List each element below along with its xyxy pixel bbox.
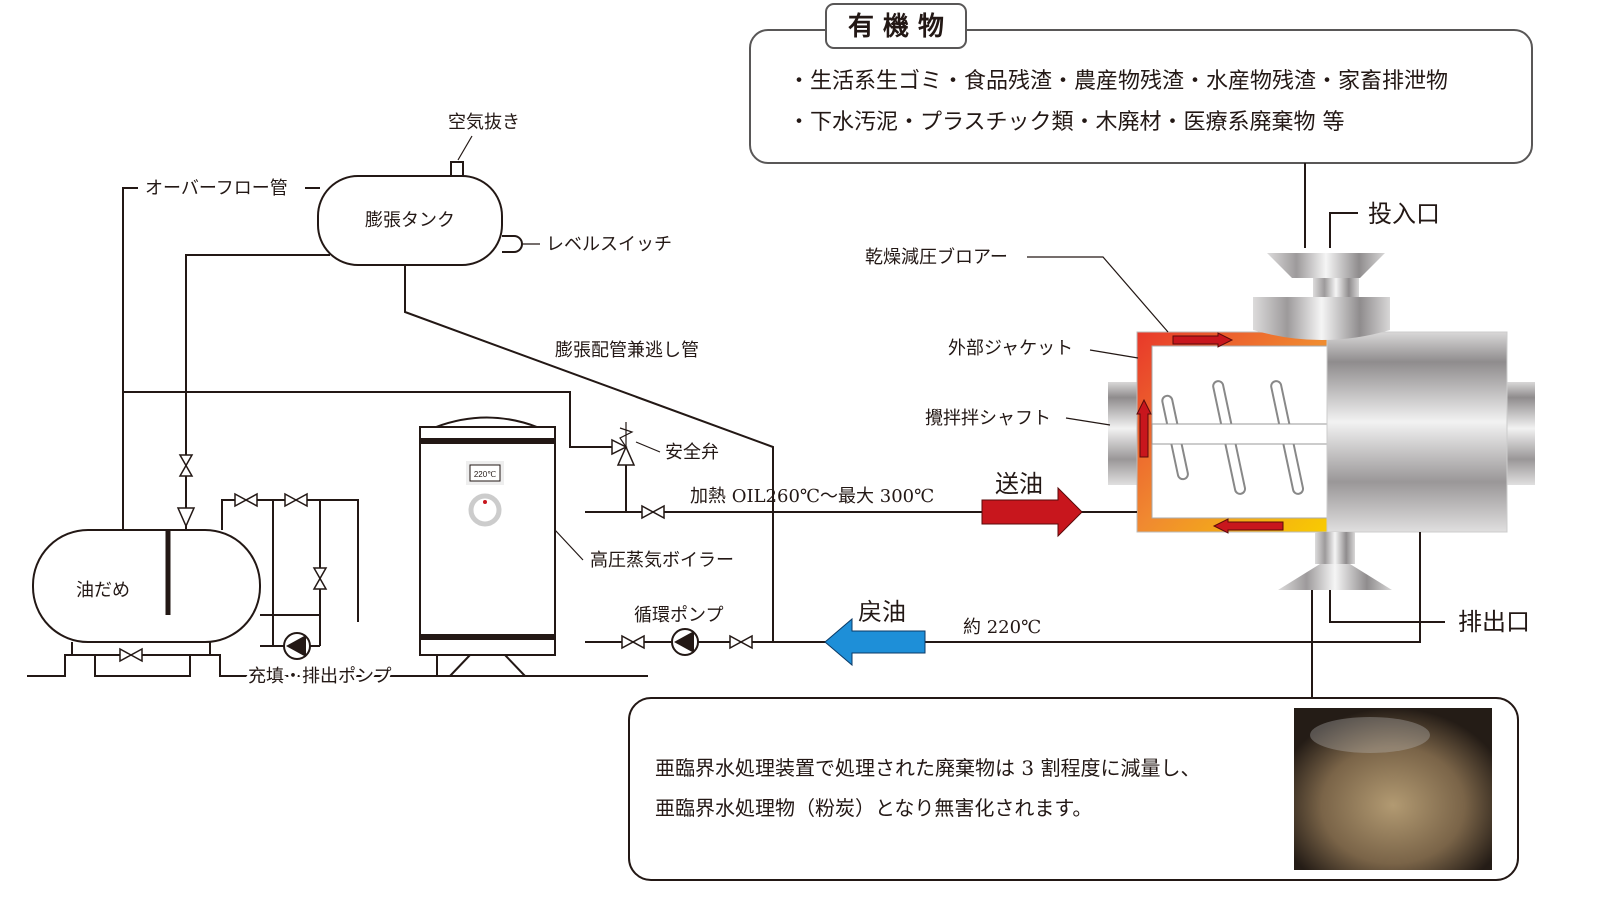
outlet-label: 排出口 xyxy=(1458,608,1530,636)
expansion-relief-pipe xyxy=(404,265,774,642)
level-switch-label: レベルスイッチ xyxy=(546,234,672,255)
outlet-leader xyxy=(1329,590,1445,623)
result-line-1: 亜臨界水処理装置で処理された廃棄物は 3 割程度に減量し、 xyxy=(655,756,1200,780)
blower-leader xyxy=(1027,256,1169,333)
organic-line-2: ・下水汚泥・プラスチック類・木廃材・医療系廃棄物 等 xyxy=(788,110,1345,135)
safety-valve-label: 安全弁 xyxy=(665,442,719,463)
agitator-shaft xyxy=(1151,423,1330,445)
shaft-leader xyxy=(1065,417,1111,426)
fill-pump-label: 充填・排出ポンプ xyxy=(248,666,391,687)
send-oil-label: 送油 xyxy=(995,470,1043,498)
inlet-hopper xyxy=(1253,253,1390,340)
valve-icon xyxy=(621,634,645,650)
processed-material-photo xyxy=(1294,708,1492,870)
right-stub xyxy=(1507,382,1535,485)
safety-valve-leader xyxy=(635,441,661,453)
inlet-leader xyxy=(1329,212,1358,248)
reactor-cylinder xyxy=(1326,331,1508,533)
supply-pipe xyxy=(185,254,330,530)
jacket-label: 外部ジャケット xyxy=(948,338,1073,359)
air-vent-label: 空気抜き xyxy=(448,112,520,133)
valve-icon xyxy=(641,504,665,520)
left-stub xyxy=(1108,382,1138,485)
oil-tank-label: 油だめ xyxy=(76,580,130,601)
air-vent-leader xyxy=(457,135,473,161)
return-oil-label: 戻油 xyxy=(858,598,906,626)
oil-tank xyxy=(32,529,261,643)
valve-icon xyxy=(178,454,194,477)
air-vent xyxy=(450,161,464,177)
send-oil-arrow xyxy=(981,486,1083,538)
valve-icon xyxy=(234,492,258,508)
boiler: 220℃ xyxy=(419,416,556,677)
level-switch xyxy=(502,235,523,253)
valve-icon xyxy=(119,647,143,663)
organic-waste-box: 有 機 物 ・生活系生ゴミ・食品残渣・農産物残渣・水産物残渣・家畜排泄物 ・下水… xyxy=(749,3,1533,164)
heating-oil-label: 加熱 OIL260℃～最大 300℃ xyxy=(690,486,934,507)
inlet-label: 投入口 xyxy=(1368,200,1440,228)
relief-pipe xyxy=(123,391,612,448)
valve-icon xyxy=(729,634,753,650)
oil-tank-supports xyxy=(27,642,245,677)
check-valve-icon xyxy=(176,507,196,528)
blower-label: 乾燥減圧ブロアー xyxy=(865,246,1008,268)
outlet-hopper xyxy=(1278,532,1392,590)
result-box: 亜臨界水処理装置で処理された廃棄物は 3 割程度に減量し、 亜臨界水処理物（粉炭… xyxy=(628,697,1519,881)
valve-icon xyxy=(312,567,328,590)
boiler-display: 220℃ xyxy=(474,470,496,479)
boiler-label: 高圧蒸気ボイラー xyxy=(590,550,734,571)
result-line-2: 亜臨界水処理物（粉炭）となり無害化されます。 xyxy=(655,796,1092,820)
overflow-pipe xyxy=(122,187,138,530)
organic-line-1: ・生活系生ゴミ・食品残渣・農産物残渣・水産物残渣・家畜排泄物 xyxy=(788,69,1448,94)
overflow-pipe-label: オーバーフロー管 xyxy=(145,178,288,199)
organic-title: 有 機 物 xyxy=(848,12,944,42)
expansion-tank xyxy=(317,175,503,266)
flow-arrows xyxy=(1136,332,1284,534)
shaft-label: 攪拌拌シャフト xyxy=(925,408,1051,429)
safety-valve-icon xyxy=(611,422,636,512)
pump-icon xyxy=(283,632,311,660)
return-oil-arrow xyxy=(824,617,926,667)
reactor xyxy=(1108,253,1535,590)
pump-icon xyxy=(671,628,699,656)
expansion-tank-label: 膨張タンク xyxy=(365,210,455,231)
valve-icon xyxy=(284,492,308,508)
boiler-dial xyxy=(468,493,502,527)
return-temp-label: 約 220℃ xyxy=(963,617,1041,638)
return-line-right xyxy=(922,532,1421,643)
boiler-leader xyxy=(554,529,584,561)
circulation-pump-label: 循環ポンプ xyxy=(634,605,723,626)
expansion-pipe-label: 膨張配管兼逃し管 xyxy=(555,340,699,361)
jacket-leader xyxy=(1089,349,1139,359)
